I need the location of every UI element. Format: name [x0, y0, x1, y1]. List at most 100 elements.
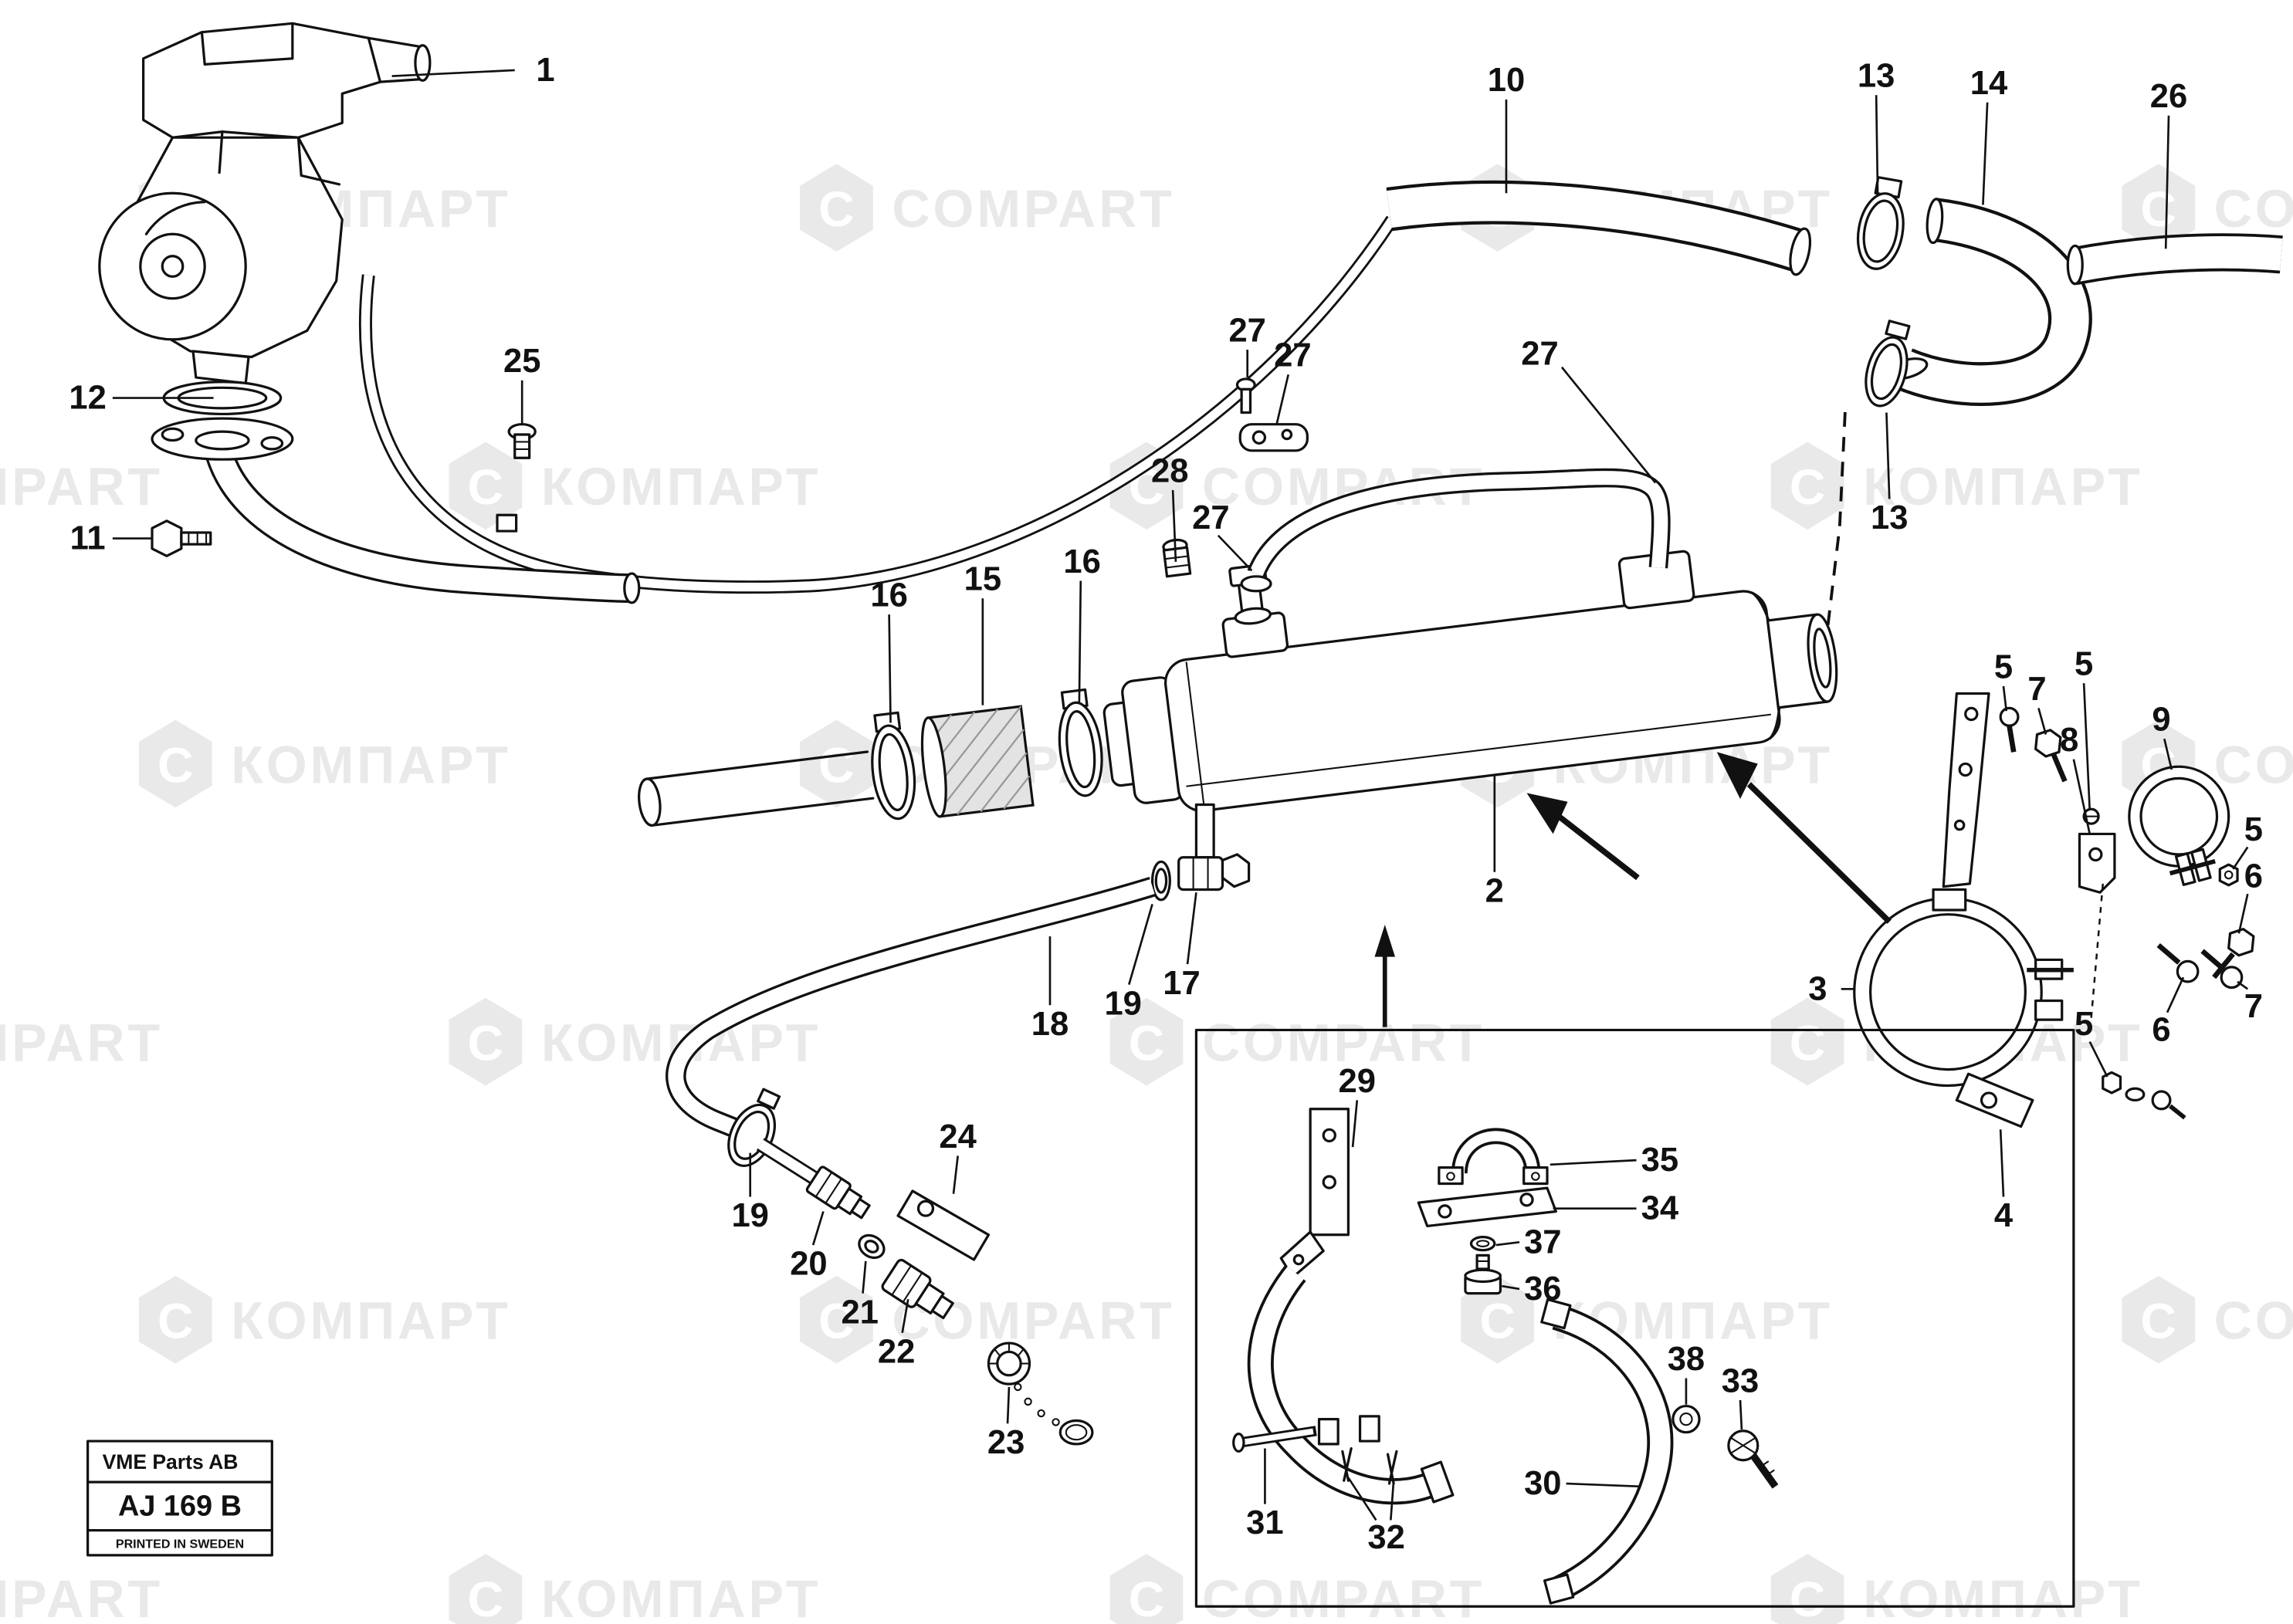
part-19-washer-upper [1150, 860, 1171, 902]
inset-detail-box [1194, 924, 2075, 1608]
pointer-arrow-left [1526, 793, 1640, 881]
watermark-text: КОМПАРТ [1863, 458, 2142, 516]
callout-10: 10 [1488, 62, 1525, 99]
watermark-text: COMPART [0, 1013, 163, 1072]
callout-5: 5 [2075, 1006, 2093, 1043]
part-10-hose [1386, 180, 1812, 276]
callout-13: 13 [1871, 499, 1908, 536]
watermark-logo-letter: C [2140, 1294, 2176, 1349]
callout-20: 20 [790, 1246, 827, 1283]
watermark-logo-letter: C [1129, 1572, 1164, 1624]
part-17-elbow-fitting [1177, 803, 1251, 892]
part-21-washer [858, 1233, 886, 1260]
watermark-hexagon-logo [2122, 164, 2196, 252]
watermark-hexagon-logo [449, 1554, 523, 1624]
leader-line [1885, 412, 1891, 499]
watermark-hexagon-logo [449, 442, 523, 530]
leader-line [888, 614, 892, 723]
watermark-hexagon-logo [800, 719, 873, 808]
part-18-hose [666, 876, 1156, 1142]
callout-29: 29 [1339, 1063, 1376, 1100]
pipe-flange-elbow [205, 448, 641, 604]
watermark-logo-letter: C [818, 737, 854, 793]
leader-line [2002, 685, 2008, 712]
leader-line [862, 1260, 867, 1294]
callout-16: 16 [1063, 543, 1100, 580]
watermark-text: КОМПАРТ [231, 1292, 510, 1351]
watermark-logo-letter: C [157, 1294, 193, 1349]
callout-34: 34 [1641, 1190, 1678, 1227]
part-23-cap [987, 1341, 1094, 1446]
callout-26: 26 [2150, 78, 2187, 115]
part-31-pin [1232, 1415, 1380, 1453]
leader-line [1078, 580, 1082, 702]
leader-line [952, 1155, 959, 1194]
watermark-logo-letter: C [2140, 181, 2176, 237]
callout-19: 19 [1104, 985, 1141, 1022]
part-5-strap-bracket [1942, 692, 1990, 888]
callout-23: 23 [987, 1424, 1025, 1461]
callout-38: 38 [1668, 1341, 1705, 1378]
callout-5: 5 [2244, 811, 2263, 848]
callout-37: 37 [1524, 1223, 1561, 1260]
part-27-clip [1235, 377, 1309, 452]
flange [151, 417, 294, 461]
part-33-bolt [1727, 1429, 1779, 1489]
watermark-logo-letter: C [1790, 459, 1825, 515]
inlet-pipe [638, 750, 875, 827]
callout-7: 7 [2244, 988, 2263, 1025]
callout-31: 31 [1246, 1504, 1283, 1541]
watermark-hexagon-logo [1770, 442, 1844, 530]
callout-4: 4 [1994, 1197, 2013, 1234]
leader-line [2082, 683, 2091, 811]
callout-5: 5 [1994, 648, 2013, 685]
leader-line [2088, 1040, 2108, 1078]
document-code: AJ 169 B [118, 1490, 242, 1523]
part-20-fitting [805, 1166, 871, 1220]
leader-line [2164, 115, 2170, 249]
part-36-screw [1464, 1254, 1502, 1295]
leader-line [1739, 1399, 1743, 1429]
leader-line [2163, 738, 2173, 770]
watermark-logo-letter: C [1129, 1015, 1164, 1071]
leader-line [1495, 1240, 1520, 1247]
watermark-text: COMPART [0, 458, 163, 516]
leader-line [1566, 1482, 1641, 1488]
watermark-hexagon-logo [1109, 1554, 1184, 1624]
watermark-text: COMPART [2214, 736, 2293, 794]
callout-30: 30 [1524, 1465, 1561, 1502]
part-32-cotter-pins [1341, 1446, 1398, 1485]
leader-line [1875, 95, 1879, 194]
callout-27: 27 [1521, 336, 1558, 373]
part-13-clamp-upper [1856, 176, 1905, 270]
callout-18: 18 [1031, 1006, 1069, 1043]
part-34-plate [1417, 1186, 1557, 1228]
watermark-hexagon-logo [1770, 997, 1844, 1086]
callout-17: 17 [1163, 965, 1200, 1002]
watermark-text: КОМПАРТ [231, 736, 510, 794]
part-15-sleeve [920, 705, 1035, 818]
callout-27: 27 [1274, 337, 1311, 374]
callout-7: 7 [2027, 671, 2046, 708]
printed-in: PRINTED IN SWEDEN [116, 1537, 244, 1551]
part-5-screw-a [1999, 706, 2020, 753]
leader-line [1560, 366, 1657, 484]
part-28-plug [1162, 538, 1192, 578]
leader-line [1999, 1129, 2005, 1197]
leader-line [1275, 374, 1290, 425]
callout-24: 24 [939, 1118, 976, 1155]
part-29-bracket [1279, 1108, 1350, 1279]
part-6-bolt-a [2212, 928, 2255, 979]
leader-line [1502, 1284, 1520, 1291]
watermark-text: COMPART [0, 1570, 163, 1624]
leader-line [1982, 102, 1989, 205]
clamp-band-left [1247, 1264, 1455, 1505]
callout-3: 3 [1808, 970, 1827, 1007]
callout-33: 33 [1722, 1362, 1759, 1399]
callout-28: 28 [1151, 452, 1188, 489]
